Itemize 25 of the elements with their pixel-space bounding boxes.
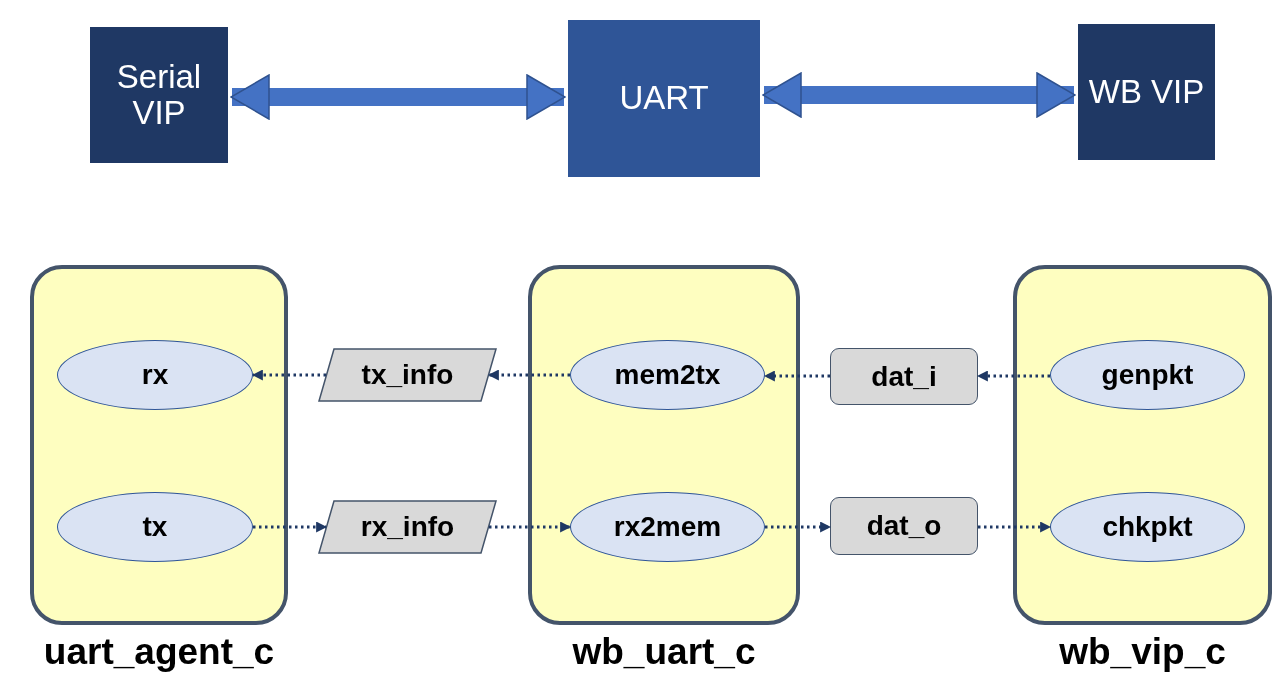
dotted-arrow [487,369,570,381]
dotted-arrow [765,521,832,533]
double-arrow [230,74,566,120]
dotted-arrow [763,370,830,382]
data-label: rx_info [360,511,455,543]
process-ellipse: genpkt [1050,340,1245,410]
dotted-arrow [976,370,1050,382]
uart-box: UART [568,20,760,177]
dotted-arrow [978,521,1052,533]
component-name: uart_agent_c [43,631,275,673]
dotted-arrow [489,521,572,533]
process-ellipse: tx [57,492,253,562]
process-ellipse: rx [57,340,253,410]
signal-box: dat_i [830,348,978,405]
process-ellipse: chkpkt [1050,492,1245,562]
dotted-arrow [251,369,326,381]
process-ellipse: mem2tx [570,340,765,410]
signal-box: dat_o [830,497,978,555]
wb-vip-box: WB VIP [1078,24,1215,160]
component-name: wb_vip_c [1059,631,1226,673]
process-ellipse: rx2mem [570,492,765,562]
serial-vip-box: Serial VIP [90,27,228,163]
double-arrow [762,72,1076,118]
component-name: wb_uart_c [572,631,756,673]
data-label: tx_info [361,359,454,391]
